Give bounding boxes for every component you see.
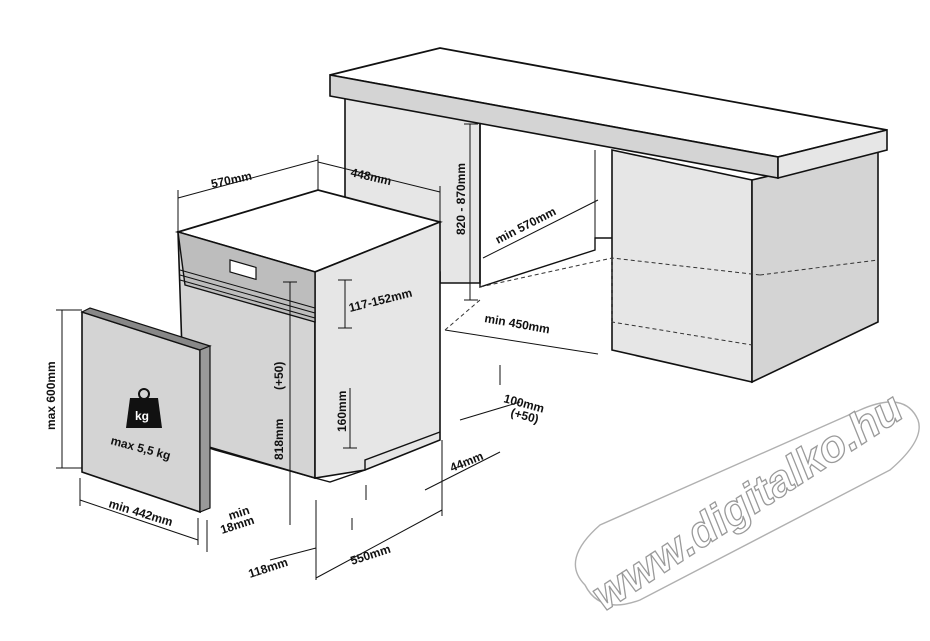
label-max-600: max 600mm [44, 361, 58, 430]
label-118: 118mm [247, 555, 290, 581]
label-820-870: 820 - 870mm [454, 163, 468, 235]
label-550: 550mm [349, 542, 393, 568]
label-818-adj: (+50) [272, 362, 286, 390]
label-44: 44mm [448, 449, 485, 475]
label-min-18-a: min [227, 503, 252, 523]
display-window [229, 259, 257, 281]
watermark: www.digitalko.hu [574, 382, 920, 621]
watermark-outline [574, 401, 920, 606]
door-panel-side [199, 345, 211, 513]
dishwasher [174, 189, 443, 483]
label-570: 570mm [210, 169, 253, 191]
weight-icon: kg [126, 388, 162, 428]
countertop-cabinet [329, 47, 888, 384]
label-160: 160mm [335, 391, 349, 432]
right-cabinet-side [751, 148, 879, 384]
label-min-442: min 442mm [107, 496, 174, 529]
weight-unit: kg [135, 409, 149, 423]
label-818: 818mm [272, 419, 286, 460]
label-min-450: min 450mm [483, 311, 550, 336]
countertop-side [777, 128, 888, 180]
watermark-text: www.digitalko.hu [583, 383, 912, 620]
dishwasher-side [314, 220, 441, 479]
dimension-lines [56, 123, 599, 580]
